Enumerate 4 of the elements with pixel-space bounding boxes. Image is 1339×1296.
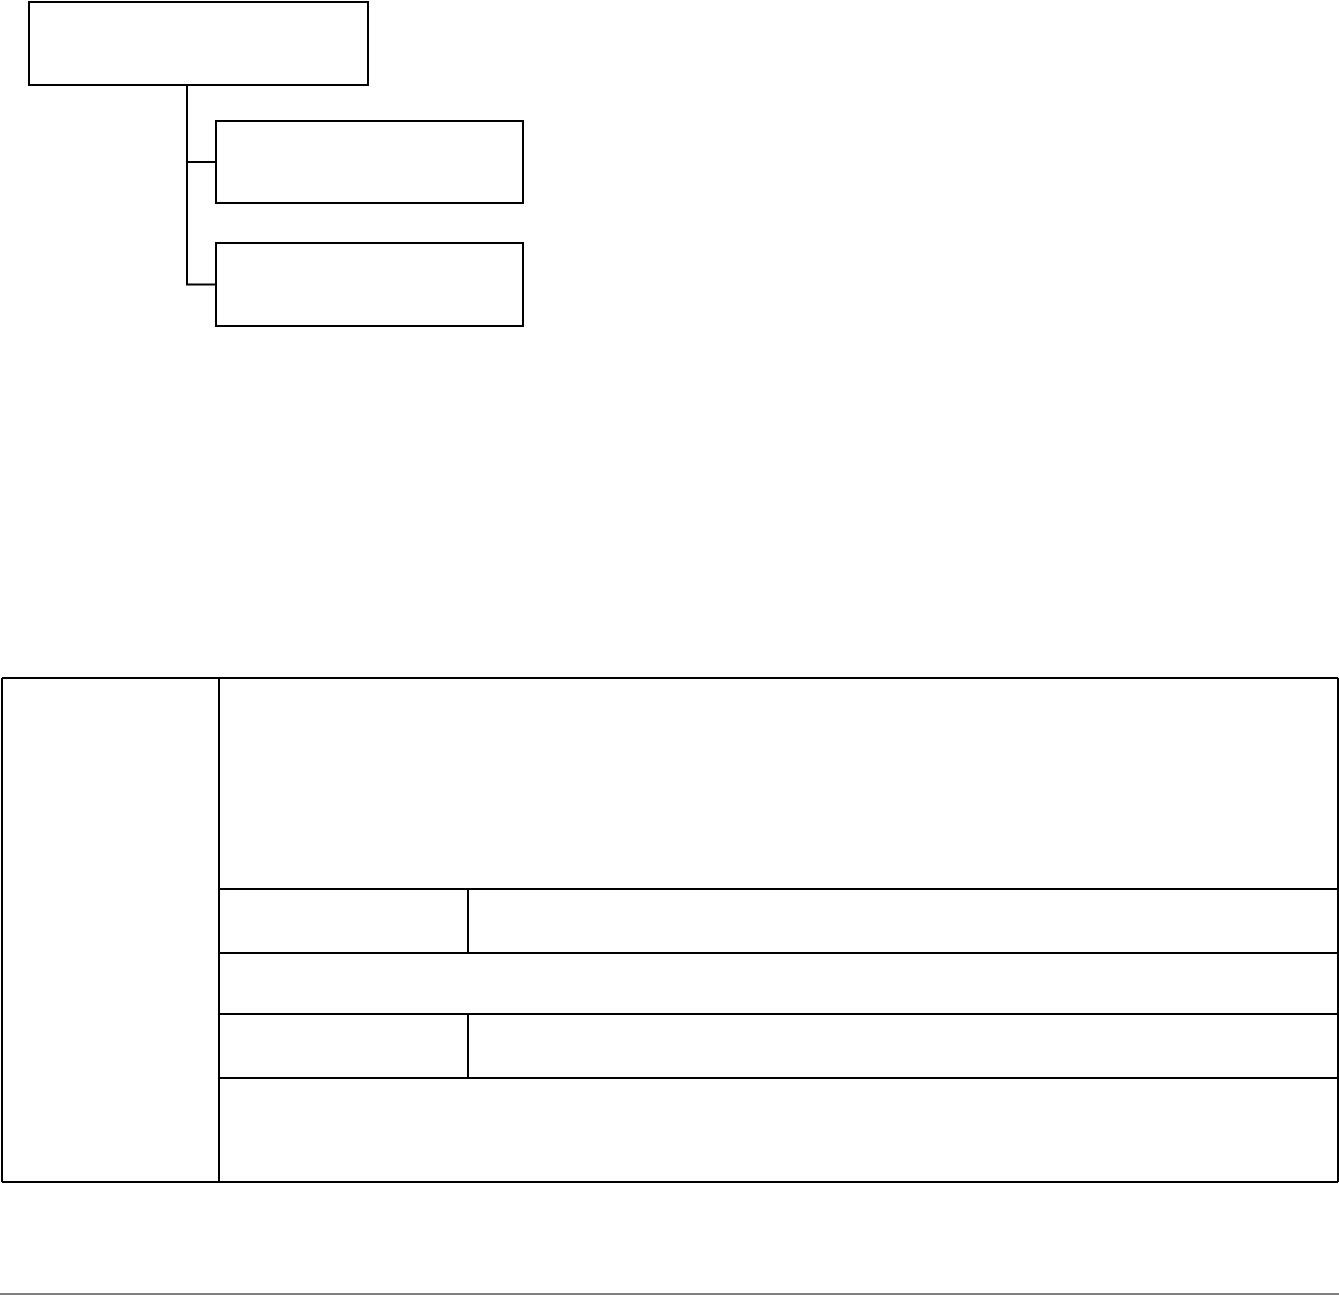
empty-box [215,120,524,204]
empty-box [215,242,524,327]
connector-line [186,85,216,286]
empty-box [28,1,369,86]
